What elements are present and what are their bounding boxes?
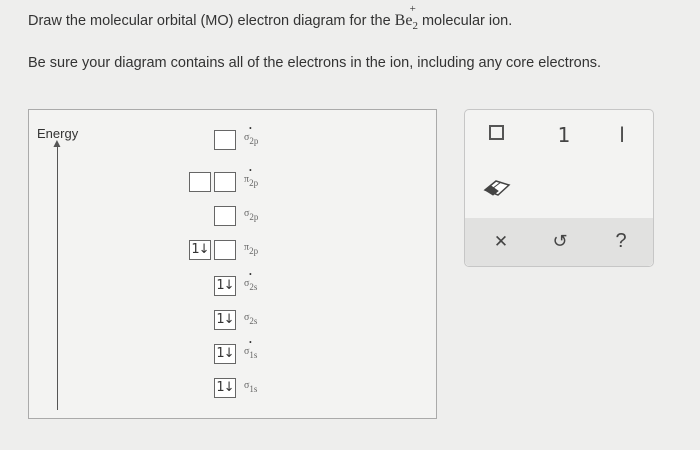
up-arrow-tool-button[interactable]: 1: [557, 123, 571, 147]
orbital-label: σ2s•: [244, 270, 258, 292]
orbital-box[interactable]: [214, 172, 236, 192]
orbital-box[interactable]: [214, 206, 236, 226]
molecule-formula: Be2 +: [394, 3, 418, 33]
orbital-label: σ1s•: [244, 338, 258, 360]
question-line-2: Be sure your diagram contains all of the…: [28, 55, 602, 71]
orbital-label: π2p•: [244, 166, 259, 188]
clear-button[interactable]: ✕: [493, 232, 509, 251]
mo-diagram-canvas[interactable]: Energy ▲ σ2p• π2p• σ2p 1↓ π2p 1↓ σ2s• 1↓ σ2s 1↓ σ1…: [28, 109, 437, 419]
undo-button[interactable]: ↺: [552, 231, 568, 252]
energy-axis-label: Energy: [37, 126, 79, 141]
energy-arrow-head: ▲: [51, 136, 63, 150]
question-line-1: Draw the molecular orbital (MO) electron…: [28, 3, 513, 33]
question-text-end: molecular ion.: [417, 13, 513, 29]
toolbar-actions: ✕ ↺ ?: [465, 218, 653, 266]
orbital-box[interactable]: [214, 240, 236, 260]
orbital-box[interactable]: 1↓: [214, 276, 236, 296]
orbital-box[interactable]: 1↓: [214, 344, 236, 364]
orbital-label: σ2p•: [244, 124, 259, 146]
orbital-box[interactable]: 1↓: [214, 310, 236, 330]
orbital-label: π2p: [244, 242, 259, 256]
orbital-label: σ2s: [244, 312, 258, 326]
molecule-charge: +: [409, 3, 416, 15]
energy-axis-arrow: [57, 144, 58, 410]
orbital-box[interactable]: [214, 130, 236, 150]
help-button[interactable]: ?: [615, 230, 627, 252]
box-icon: [488, 125, 504, 140]
orbital-box[interactable]: 1↓: [214, 378, 236, 398]
orbital-label: σ1s: [244, 380, 258, 394]
drawing-toolbar: 1 l ✕ ↺ ?: [464, 109, 654, 267]
molecule-base: Be: [394, 12, 413, 29]
orbital-box[interactable]: [189, 172, 211, 192]
orbital-label: σ2p: [244, 208, 259, 222]
down-arrow-tool-button[interactable]: l: [619, 123, 625, 147]
eraser-icon: [483, 180, 511, 196]
eraser-tool-button[interactable]: [482, 178, 512, 198]
question-text: Draw the molecular orbital (MO) electron…: [28, 13, 395, 29]
molecule-subscript: 2: [412, 20, 418, 33]
orbital-box[interactable]: 1↓: [189, 240, 211, 260]
box-tool-button[interactable]: [485, 123, 507, 145]
